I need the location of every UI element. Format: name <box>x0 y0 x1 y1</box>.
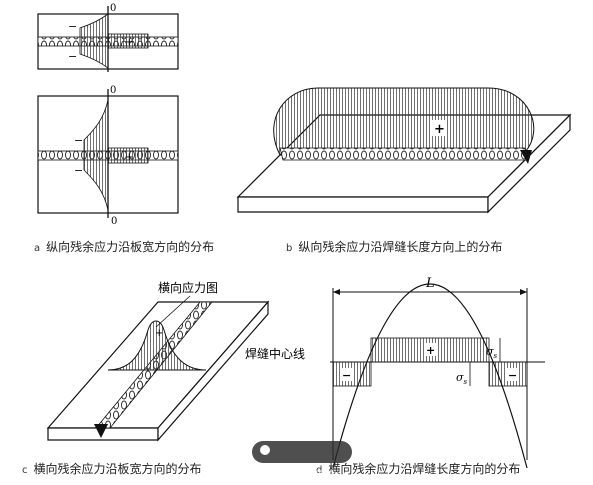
minus-label: − <box>74 134 83 147</box>
plus-label: + <box>125 152 133 163</box>
caption-d: d 横向残余应力沿焊缝长度方向的分布 <box>316 460 520 477</box>
minus-label: − <box>68 50 77 63</box>
caption-a-marker: a <box>34 243 41 254</box>
stress-distribution <box>107 320 207 371</box>
panel-c: + 横向应力图 <box>46 280 270 442</box>
minus-box-right <box>506 368 518 381</box>
watermark-badge: w.zujuanshi.com <box>252 441 352 479</box>
caption-b: b 纵向残余应力沿焊缝长度方向上的分布 <box>286 238 502 255</box>
caption-d-text: 横向残余应力沿焊缝长度方向的分布 <box>328 462 521 476</box>
plus-label: + <box>125 37 133 48</box>
caption-a-text: 纵向残余应力沿板宽方向的分布 <box>46 240 215 254</box>
annotation-label: 横向应力图 <box>158 280 218 295</box>
plate-front <box>237 196 489 213</box>
caption-c-marker: c <box>22 465 28 476</box>
panel-d: L 焊缝中心线 + − − σs σs <box>245 276 545 469</box>
weld-bead <box>279 147 529 161</box>
panel-a: 0 − − + 0 0 − − + <box>37 3 179 227</box>
plate-side <box>487 113 571 214</box>
weld-end <box>94 424 108 438</box>
caption-c-text: 横向残余应力沿板宽方向的分布 <box>33 462 202 476</box>
caption-d-marker: d <box>316 465 322 476</box>
watermark-text: w.zujuanshi.com <box>252 468 335 479</box>
caption-b-text: 纵向残余应力沿焊缝长度方向上的分布 <box>298 240 503 254</box>
sigma-label-upper: σs <box>486 345 498 360</box>
stress-distribution <box>273 87 535 156</box>
axis-zero-label: 0 <box>110 3 116 14</box>
weld-end <box>520 150 532 164</box>
minus-label: − <box>342 369 351 382</box>
stress-curve <box>332 283 528 469</box>
caption-b-marker: b <box>286 243 293 254</box>
panel-a-top-plate: 0 − − + <box>37 3 179 72</box>
plus-box <box>431 120 447 136</box>
plus-label: + <box>426 344 435 357</box>
sigma-label-lower: σs <box>456 371 468 386</box>
plus-label: + <box>434 122 445 137</box>
watermark-logo-icon <box>260 445 270 455</box>
centerline-label: 焊缝中心线 <box>245 346 305 361</box>
panel-b: + <box>236 87 572 214</box>
annotation-leader <box>155 295 191 328</box>
axis-zero-label: 0 <box>111 216 117 227</box>
minus-label: − <box>74 164 83 177</box>
minus-label: − <box>508 369 517 382</box>
caption-c: c 横向残余应力沿板宽方向的分布 <box>22 460 202 477</box>
plus-box <box>424 343 436 356</box>
plate-side <box>157 300 269 442</box>
minus-label: − <box>68 20 77 33</box>
caption-a: a 纵向残余应力沿板宽方向的分布 <box>34 238 214 255</box>
compression-zone <box>79 13 109 69</box>
compression-zone <box>83 99 109 211</box>
plus-label: + <box>155 328 163 339</box>
panel-a-bottom-plate: 0 0 − − + <box>37 85 179 227</box>
axis-zero-label: 0 <box>110 85 116 96</box>
minus-box-left <box>340 368 352 381</box>
